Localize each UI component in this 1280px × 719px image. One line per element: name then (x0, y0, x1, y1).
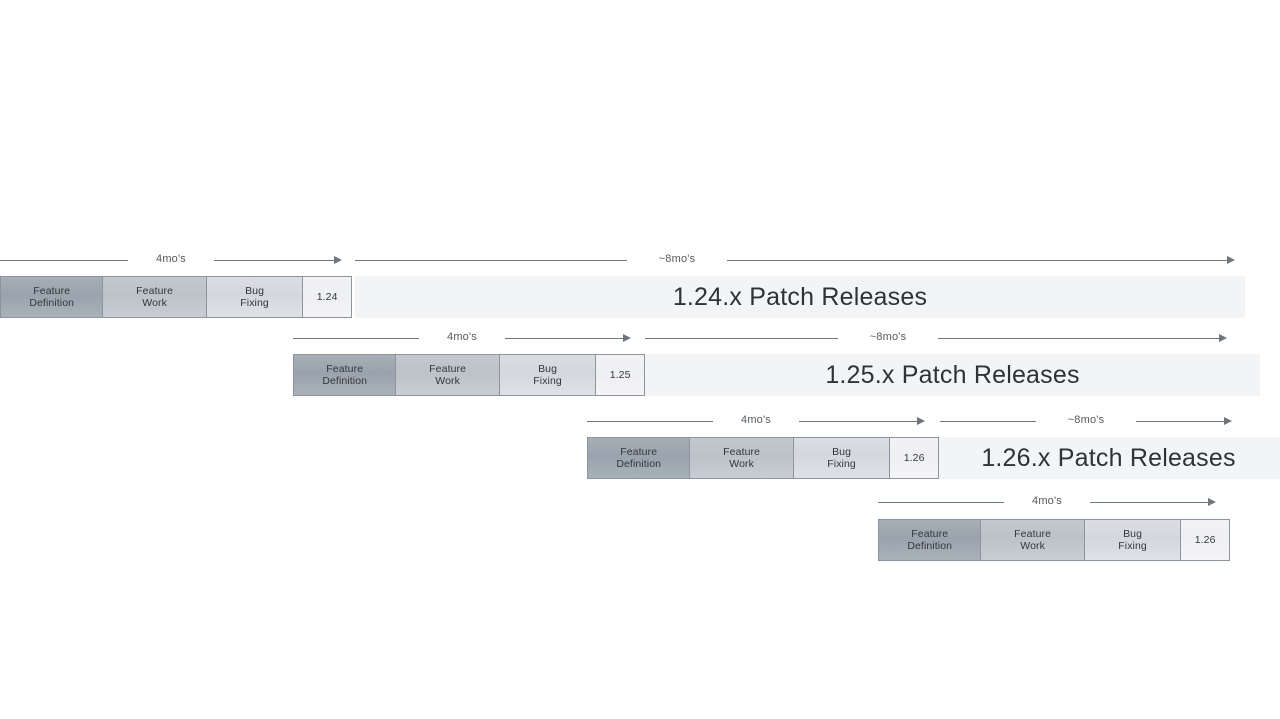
phase-label-line-1: Feature (136, 284, 174, 297)
arrow-rule-left (878, 502, 1004, 503)
phase-feature-definition-1-25: Feature Definition (294, 355, 397, 395)
arrow-rule-right (1136, 421, 1224, 422)
phase-bar-1-24: Feature Definition Feature Work Bug Fixi… (0, 276, 352, 318)
duration-label-dev-1-26: 4mo's (741, 414, 771, 426)
duration-arrow-dev-1-25: 4mo's (293, 328, 631, 350)
phase-label-line-2: Definition (322, 375, 368, 387)
phase-label-line-1: Feature (723, 445, 761, 458)
arrow-head-icon (334, 256, 342, 264)
phase-label-line-2: Definition (907, 540, 953, 552)
phase-bar-1-25: Feature Definition Feature Work Bug Fixi… (293, 354, 645, 396)
version-label: 1.25 (609, 368, 631, 381)
phase-label-line-2: Work (435, 375, 460, 387)
duration-label-dev-1-24: 4mo's (156, 253, 186, 265)
version-box-1-25: 1.25 (596, 355, 644, 395)
patch-band-1-25: 1.25.x Patch Releases (645, 354, 1260, 396)
phase-label-line-1: Bug (538, 362, 558, 375)
duration-arrow-dev-1-26: 4mo's (587, 411, 925, 433)
phase-label-line-1: Feature (1014, 527, 1052, 540)
arrow-rule-left (293, 338, 419, 339)
phase-label-line-1: Bug (245, 284, 265, 297)
patch-band-1-26: 1.26.x Patch Releases (937, 437, 1280, 479)
arrow-rule-right (505, 338, 623, 339)
arrow-head-icon (917, 417, 925, 425)
phase-bug-fixing-1-26: Bug Fixing (793, 438, 891, 478)
phase-feature-work-1-25: Feature Work (396, 355, 500, 395)
phase-label-line-2: Definition (616, 458, 662, 470)
arrow-head-icon (623, 334, 631, 342)
phase-bar-1-26: Feature Definition Feature Work Bug Fixi… (587, 437, 939, 479)
patch-band-label-1-26: 1.26.x Patch Releases (981, 443, 1236, 472)
duration-label-patch-1-25: ~8mo's (869, 331, 907, 343)
duration-label-dev-1-26-next: 4mo's (1032, 495, 1062, 507)
arrow-rule-right (799, 421, 917, 422)
phase-bug-fixing-1-25: Bug Fixing (499, 355, 597, 395)
version-label: 1.26 (903, 451, 925, 464)
arrow-rule-left (0, 260, 128, 261)
phase-label-line-2: Definition (29, 297, 75, 309)
phase-feature-work-1-24: Feature Work (103, 277, 207, 317)
arrow-rule-left (645, 338, 838, 339)
phase-label-line-1: Bug (832, 445, 852, 458)
phase-feature-definition-1-26: Feature Definition (588, 438, 691, 478)
version-box-1-26: 1.26 (890, 438, 938, 478)
phase-label-line-1: Bug (1123, 527, 1143, 540)
version-box-1-26-next: 1.26 (1181, 520, 1229, 560)
phase-label-line-2: Fixing (827, 458, 856, 470)
patch-band-label-1-25: 1.25.x Patch Releases (825, 360, 1080, 389)
phase-label-line-2: Work (729, 458, 754, 470)
phase-label-line-1: Feature (911, 527, 949, 540)
arrow-head-icon (1219, 334, 1227, 342)
arrow-rule-right (214, 260, 334, 261)
phase-label-line-1: Feature (326, 362, 364, 375)
version-label: 1.26 (1194, 533, 1216, 546)
phase-bug-fixing-1-26-next: Bug Fixing (1084, 520, 1182, 560)
version-box-1-24: 1.24 (303, 277, 351, 317)
duration-label-patch-1-24: ~8mo's (658, 253, 696, 265)
phase-feature-work-1-26: Feature Work (690, 438, 794, 478)
phase-feature-definition-1-26-next: Feature Definition (879, 520, 982, 560)
phase-bar-1-26-next: Feature Definition Feature Work Bug Fixi… (878, 519, 1230, 561)
duration-label-dev-1-25: 4mo's (447, 331, 477, 343)
patch-band-label-1-24: 1.24.x Patch Releases (672, 282, 928, 311)
duration-arrow-dev-1-26-next: 4mo's (878, 492, 1216, 514)
arrow-head-icon (1208, 498, 1216, 506)
phase-feature-definition-1-24: Feature Definition (1, 277, 104, 317)
duration-arrow-patch-1-26: ~8mo's (940, 411, 1232, 433)
version-label: 1.24 (316, 290, 338, 303)
arrow-rule-right (727, 260, 1227, 261)
duration-arrow-patch-1-24: ~8mo's (355, 250, 1235, 272)
phase-label-line-2: Fixing (240, 297, 269, 309)
phase-label-line-1: Feature (429, 362, 467, 375)
phase-label-line-1: Feature (620, 445, 658, 458)
phase-feature-work-1-26-next: Feature Work (981, 520, 1085, 560)
duration-arrow-dev-1-24: 4mo's (0, 250, 342, 272)
arrow-rule-right (1090, 502, 1208, 503)
phase-bug-fixing-1-24: Bug Fixing (206, 277, 304, 317)
arrow-rule-left (355, 260, 627, 261)
arrow-rule-left (940, 421, 1036, 422)
duration-arrow-patch-1-25: ~8mo's (645, 328, 1227, 350)
arrow-head-icon (1227, 256, 1235, 264)
phase-label-line-2: Work (142, 297, 167, 309)
phase-label-line-2: Fixing (1118, 540, 1147, 552)
phase-label-line-1: Feature (33, 284, 71, 297)
duration-label-patch-1-26: ~8mo's (1067, 414, 1105, 426)
arrow-rule-right (938, 338, 1219, 339)
patch-band-1-24: 1.24.x Patch Releases (355, 276, 1245, 318)
phase-label-line-2: Work (1020, 540, 1045, 552)
arrow-head-icon (1224, 417, 1232, 425)
arrow-rule-left (587, 421, 713, 422)
phase-label-line-2: Fixing (533, 375, 562, 387)
